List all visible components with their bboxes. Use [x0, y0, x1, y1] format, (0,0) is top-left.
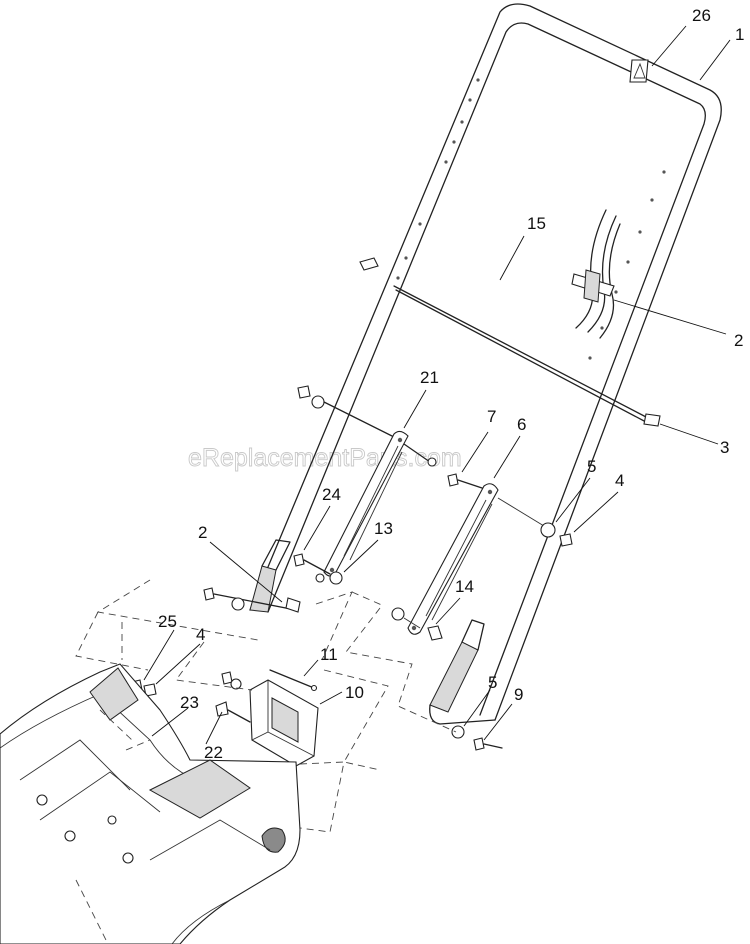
- assembly-dashed-lines: [75, 579, 457, 944]
- callout-15: 15: [527, 214, 546, 233]
- leader-lines: [143, 25, 731, 745]
- mower-deck: [0, 663, 301, 944]
- slotted-link-right: [407, 483, 499, 635]
- bolt-7: [447, 473, 483, 489]
- cross-rod: [359, 257, 661, 427]
- slotted-link-left: [323, 430, 409, 577]
- callout-4-upper: 4: [615, 471, 624, 490]
- callout-2-right: 2: [734, 331, 743, 350]
- bolt-14-set: [391, 607, 443, 641]
- washer-5-bolt-9: [451, 725, 503, 751]
- warning-decal: [629, 59, 649, 83]
- washer-nut-upper: [497, 497, 573, 547]
- callout-2-left: 2: [198, 523, 207, 542]
- callout-26: 26: [692, 6, 711, 25]
- callout-6: 6: [517, 415, 526, 434]
- callout-22: 22: [204, 743, 223, 762]
- callout-14: 14: [455, 577, 474, 596]
- callout-7: 7: [487, 407, 496, 426]
- callout-13: 13: [374, 519, 393, 538]
- handle-bracket-10: [249, 679, 319, 767]
- callout-5-upper: 5: [587, 457, 596, 476]
- lower-bolt-left: [203, 587, 301, 613]
- callout-21: 21: [420, 368, 439, 387]
- control-cable: [571, 209, 621, 339]
- upper-bolt-set: [297, 385, 437, 467]
- upper-handle: [249, 3, 722, 725]
- callout-24: 24: [322, 485, 341, 504]
- watermark-text: eReplacementParts.com: [188, 444, 462, 472]
- callout-3: 3: [720, 438, 729, 457]
- callout-25: 25: [158, 612, 177, 631]
- callout-1: 1: [735, 25, 744, 44]
- bolt-24-washer-13: [293, 553, 343, 585]
- callout-labels: 26 1 15 2 3 21 7 6 5 4 24 13 2 14 25 4 1…: [158, 6, 744, 762]
- callout-10: 10: [345, 683, 364, 702]
- pin-11: [269, 669, 318, 692]
- callout-23: 23: [180, 693, 199, 712]
- callout-9: 9: [514, 685, 523, 704]
- callout-5-lower: 5: [488, 673, 497, 692]
- callout-4-lower: 4: [196, 625, 205, 644]
- callout-11: 11: [320, 645, 338, 664]
